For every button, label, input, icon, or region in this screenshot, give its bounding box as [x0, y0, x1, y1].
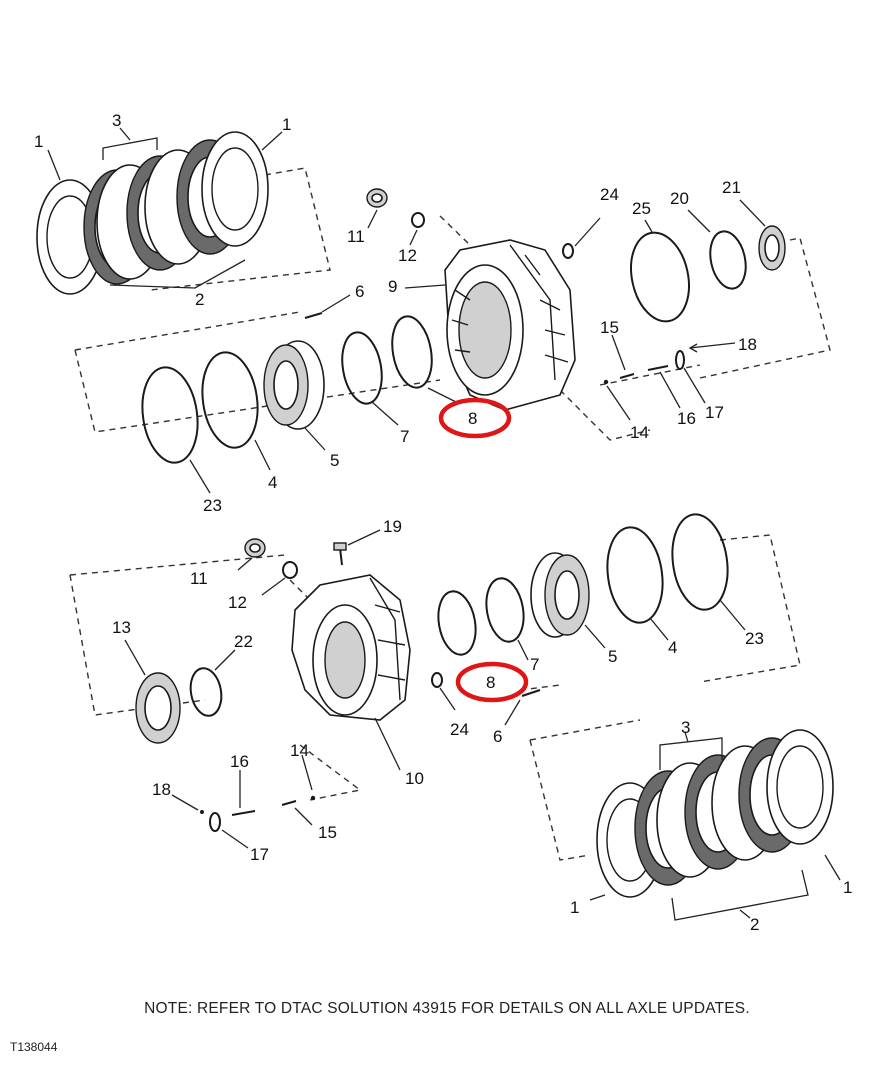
seal-25-upper — [630, 231, 690, 323]
callout-2: 2 — [750, 915, 759, 934]
callout-8: 8 — [486, 673, 495, 692]
footnote: NOTE: REFER TO DTAC SOLUTION 43915 FOR D… — [144, 1000, 750, 1017]
spring-15-upper — [619, 373, 635, 379]
piston-5-lower — [530, 552, 590, 638]
callout-3: 3 — [112, 111, 121, 130]
oring-7-upper — [341, 331, 383, 405]
callout-15: 15 — [600, 318, 619, 337]
upper-assembly — [36, 127, 831, 494]
pin-6-lower — [521, 689, 541, 697]
ring-22 — [189, 667, 223, 717]
piston-5-upper — [263, 340, 325, 430]
callout-14: 14 — [630, 423, 649, 442]
callout-21: 21 — [722, 178, 741, 197]
oring-24-upper — [562, 243, 574, 259]
callout-24: 24 — [600, 185, 619, 204]
callout-15: 15 — [318, 823, 337, 842]
callout-18: 18 — [152, 780, 171, 799]
ball-14-upper — [603, 379, 609, 385]
callout-14: 14 — [290, 741, 309, 760]
ring-23-lower — [671, 513, 729, 611]
callout-23: 23 — [203, 496, 222, 515]
oring-12-upper — [411, 212, 425, 228]
clutch-pack-upper — [36, 131, 269, 295]
callout-23: 23 — [745, 629, 764, 648]
pin-17-upper — [675, 350, 685, 370]
oring-7-lower — [485, 577, 525, 643]
nut-11-lower — [244, 538, 266, 558]
callout-2: 2 — [195, 290, 204, 309]
callout-1: 1 — [34, 132, 43, 151]
callout-19: 19 — [383, 517, 402, 536]
figure-code: T138044 — [10, 1040, 58, 1054]
pin-17-lower — [209, 812, 221, 832]
plug-16-upper — [647, 365, 669, 371]
callout-6: 6 — [355, 282, 364, 301]
callout-12: 12 — [398, 246, 417, 265]
lower-assembly — [69, 513, 841, 921]
callout-24: 24 — [450, 720, 469, 739]
callout-8: 8 — [468, 409, 477, 428]
bearing-13 — [135, 672, 181, 744]
callout-18: 18 — [738, 335, 757, 354]
callout-11: 11 — [190, 569, 208, 588]
housing-9 — [444, 239, 576, 411]
oring-24-lower — [431, 672, 443, 688]
callout-10: 10 — [405, 769, 424, 788]
callout-22: 22 — [234, 632, 253, 651]
seal-4-lower — [606, 526, 664, 624]
callouts-lower: 19 11 12 13 22 8 7 5 4 23 24 6 10 14 16 … — [112, 517, 852, 934]
bolt-19 — [339, 547, 343, 566]
callout-12: 12 — [228, 593, 247, 612]
callout-1: 1 — [570, 898, 579, 917]
highlight-8-lower — [455, 661, 529, 703]
callout-17: 17 — [250, 845, 269, 864]
oring-8-upper — [391, 315, 433, 389]
callout-1: 1 — [843, 878, 852, 897]
callout-25: 25 — [632, 199, 651, 218]
callout-5: 5 — [330, 451, 339, 470]
oring-8-lower — [437, 590, 477, 656]
callout-4: 4 — [668, 638, 677, 657]
bearing-21 — [758, 225, 786, 271]
callout-16: 16 — [677, 409, 696, 428]
callouts-upper: 1 1 3 2 11 12 24 25 20 21 6 9 15 18 8 7 … — [34, 111, 757, 515]
ring-23-upper — [141, 366, 199, 464]
housing-10 — [291, 574, 411, 721]
clutch-pack-lower — [596, 729, 834, 898]
callout-4: 4 — [268, 473, 277, 492]
seal-4-upper — [201, 351, 259, 449]
callout-6: 6 — [493, 727, 502, 746]
highlight-8-upper — [438, 397, 512, 439]
callout-7: 7 — [400, 427, 409, 446]
callout-9: 9 — [388, 277, 397, 296]
plug-16-lower — [231, 810, 256, 816]
callout-5: 5 — [608, 647, 617, 666]
callout-16: 16 — [230, 752, 249, 771]
callout-7: 7 — [530, 655, 539, 674]
nut-11-upper — [366, 188, 388, 208]
ball-14-lower — [310, 795, 316, 801]
callout-17: 17 — [705, 403, 724, 422]
oring-12-lower — [282, 561, 298, 579]
ball-18-lower — [200, 810, 204, 814]
pin-6-upper — [304, 312, 323, 319]
callout-20: 20 — [670, 189, 689, 208]
ring-20-upper — [709, 230, 747, 290]
callout-13: 13 — [112, 618, 131, 637]
spring-15-lower — [281, 800, 297, 806]
callout-3: 3 — [681, 718, 690, 737]
callout-1: 1 — [282, 115, 291, 134]
callout-11: 11 — [347, 227, 365, 246]
